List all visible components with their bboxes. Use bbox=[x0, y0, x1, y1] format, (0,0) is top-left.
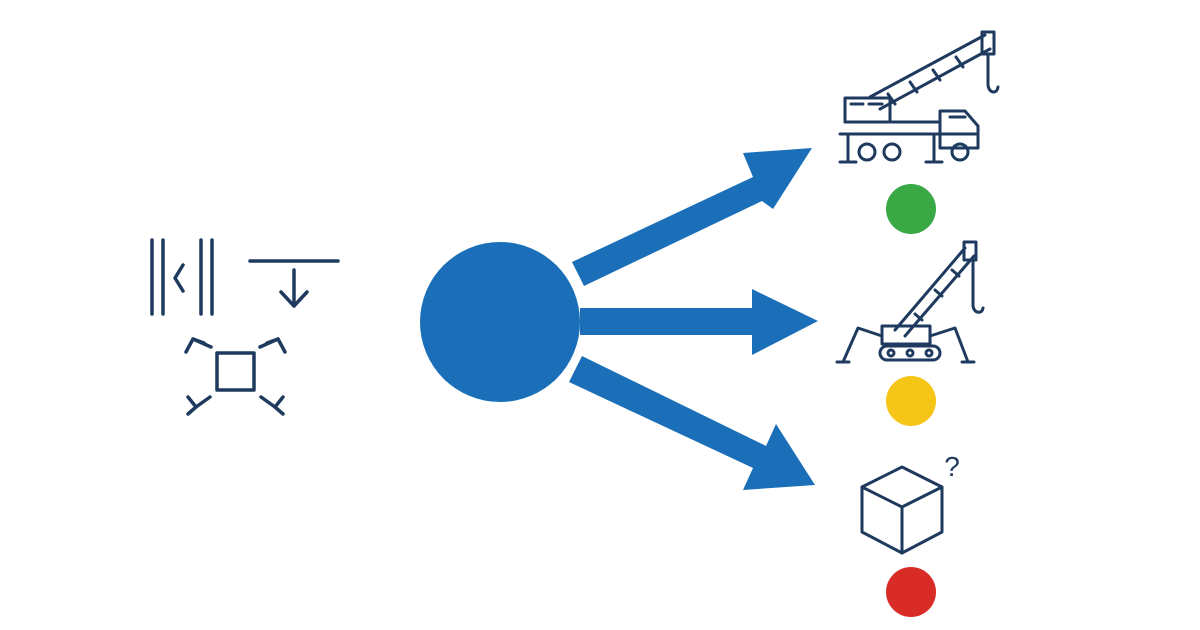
unknown-load-icon bbox=[860, 465, 944, 555]
outrigger-footprint-icon bbox=[184, 337, 287, 416]
truck-crane-icon bbox=[838, 30, 1000, 164]
arrow-to-option-3 bbox=[569, 356, 815, 490]
arrow-to-option-1 bbox=[572, 148, 812, 286]
narrow-gap-icon bbox=[150, 238, 214, 316]
arrow-to-option-2 bbox=[580, 289, 818, 355]
input-constraints-group bbox=[150, 238, 340, 416]
decision-hub-group bbox=[420, 148, 818, 490]
decision-hub-circle bbox=[420, 242, 580, 402]
status-dot-green bbox=[886, 184, 936, 234]
status-dot-yellow bbox=[886, 376, 936, 426]
crane-options-group: ? bbox=[835, 30, 1000, 617]
status-dot-red bbox=[886, 567, 936, 617]
spider-crane-icon bbox=[835, 240, 985, 364]
overhead-clearance-icon bbox=[248, 259, 340, 308]
question-mark: ? bbox=[944, 451, 960, 482]
